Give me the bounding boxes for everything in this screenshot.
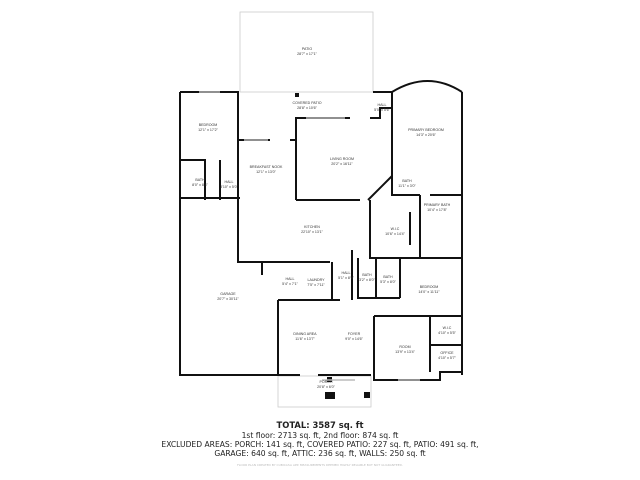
room-name: BREAKFAST NOOK [249,165,283,169]
room-dims: 4'10" x 5'7" [438,356,456,360]
room-name: ROOM [399,345,411,349]
columns [295,93,370,399]
room-dims: 20'7" x 30'11" [217,297,239,301]
outdoor-outlines [239,11,374,408]
room-dims: 7'5" x 7'11" [307,283,325,287]
room-name: PORCH [319,380,333,384]
room-dims: 14'3" x 20'6" [416,133,436,137]
room-dims: 22'10" x 13'1" [301,230,323,234]
room-dims: 13'9" x 13'4" [395,350,415,354]
floor-areas: 1st floor: 2713 sq. ft, 2nd floor: 874 s… [241,431,399,440]
room-name: HALL [341,271,351,275]
room-dims: 9'0" x 14'6" [345,337,363,341]
room-name: LAUNDRY [307,278,325,282]
room-dims: 8'0" x 8'4" [192,183,208,187]
total-area: TOTAL: 3587 sq. ft [276,420,364,430]
room-name: W.I.C [390,227,400,231]
room-name: COVERED PATIO [292,101,322,105]
room-dims: 3'2" x 8'0" [359,278,375,282]
windows [199,91,420,381]
room-dims: 28'8" x 10'6" [297,106,317,110]
room-name: BATH [362,273,372,277]
room-dims: 5'1" x 8'9" [338,276,354,280]
room-name: BEDROOM [198,123,218,127]
room-dims: 12'1" x 17'2" [198,128,218,132]
room-dims: 4'10" x 5'5" [438,331,456,335]
room-name: KITCHEN [304,225,320,229]
room-name: FOYER [347,332,361,336]
room-dims: 5'4" x 7'1" [282,282,298,286]
room-name: BATH [402,179,412,183]
room-name: BEDROOM [419,285,439,289]
excluded-areas-line-2: GARAGE: 640 sq. ft, ATTIC: 236 sq. ft, W… [214,449,426,458]
room-name: PRIMARY BATH [423,203,451,207]
room-dims: 12'1" x 13'0" [256,170,276,174]
disclaimer: FLOOR PLAN CREATED BY CUBICASA APP. MEAS… [237,463,403,467]
room-name: BATH [383,275,393,279]
room-dims: 11'6" x 13'7" [295,337,315,341]
room-dims: 5'0" x 5'6" [374,108,390,112]
room-name: PRIMARY BEDROOM [408,128,444,132]
room-dims: 10'6" x 14'4" [385,232,405,236]
room-dims: 5'3" x 8'0" [380,280,396,284]
room-dims: 28'7" x 17'1" [297,52,317,56]
room-dims: 14'0" x 11'11" [418,290,440,294]
room-name: LIVING ROOM [330,157,354,161]
room-name: W.I.C [442,326,452,330]
room-name: GARAGE [220,292,236,296]
room-name: DINING AREA [293,332,317,336]
room-name: OFFICE [440,351,454,355]
excluded-areas-line-1: EXCLUDED AREAS: PORCH: 141 sq. ft, COVER… [161,440,479,449]
room-dims: 20'2" x 16'11" [331,162,353,166]
room-dims: 3'10" x 5'0" [220,185,238,189]
room-name: HALL [285,277,295,281]
room-name: PATIO [301,47,313,51]
walls [179,80,463,381]
room-name: HALL [377,103,387,107]
room-name: BATH [195,178,205,182]
room-dims: 11'1" x 3'0" [398,184,416,188]
room-dims: 10'4" x 17'8" [427,208,447,212]
room-dims: 20'8" x 6'0" [317,385,335,389]
room-name: HALL [224,180,234,184]
